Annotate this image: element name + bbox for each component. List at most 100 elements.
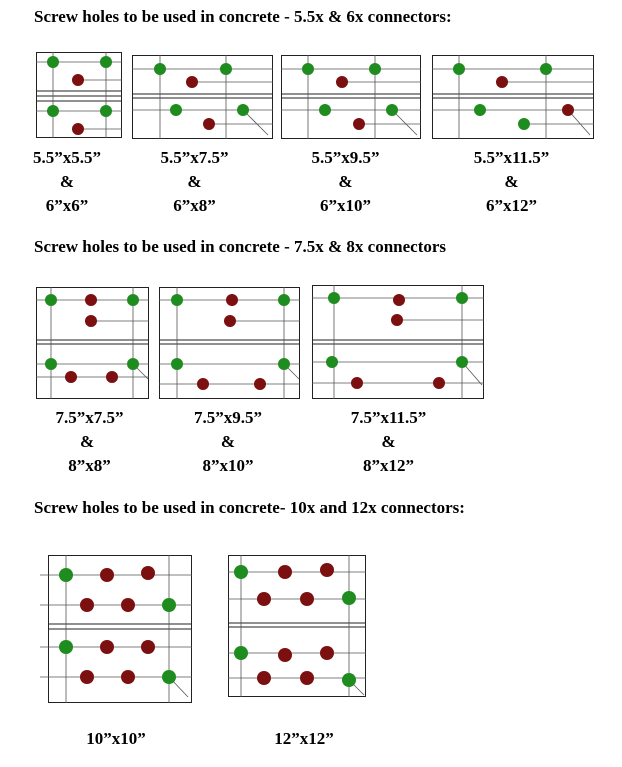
- section-heading-2: Screw holes to be used in concrete - 7.5…: [34, 237, 447, 256]
- caption-line-2: 8”x8”: [68, 456, 111, 475]
- screw-hole-red: [85, 294, 97, 306]
- caption-line-2: 6”x8”: [173, 196, 216, 215]
- screw-hole-red: [433, 377, 445, 389]
- connector-diagram-12x12: [228, 555, 366, 697]
- screw-hole-red: [391, 314, 403, 326]
- screw-hole-green: [171, 358, 183, 370]
- screw-hole-green: [154, 63, 166, 75]
- caption-5-5x9-5: 5.5”x9.5” & 6”x10”: [298, 146, 393, 218]
- screw-hole-red: [300, 671, 314, 685]
- caption-7-5x7-5: 7.5”x7.5” & 8”x8”: [42, 406, 137, 478]
- screw-hole-green: [518, 118, 530, 130]
- screw-hole-green: [474, 104, 486, 116]
- caption-line-2: 6”x12”: [486, 196, 537, 215]
- screw-hole-green: [456, 292, 468, 304]
- screw-hole-red: [65, 371, 77, 383]
- screw-hole-red: [197, 378, 209, 390]
- caption-line-1: 5.5”x7.5”: [160, 148, 229, 167]
- screw-hole-red: [100, 640, 114, 654]
- screw-hole-green: [278, 294, 290, 306]
- caption-line-2: 8”x12”: [363, 456, 414, 475]
- caption-line-2: 6”x6”: [45, 196, 89, 215]
- screw-hole-red: [351, 377, 363, 389]
- screw-hole-red: [85, 315, 97, 327]
- screw-hole-green: [162, 670, 176, 684]
- screw-hole-green: [234, 565, 248, 579]
- screw-hole-green: [45, 294, 57, 306]
- screw-hole-red: [80, 670, 94, 684]
- screw-hole-green: [100, 105, 112, 117]
- caption-line-1: 12”x12”: [274, 729, 334, 748]
- caption-ampersand: &: [338, 172, 353, 191]
- connector-diagram-5-5x5-5: [36, 52, 122, 138]
- screw-hole-green: [45, 358, 57, 370]
- screw-hole-green: [171, 294, 183, 306]
- screw-hole-green: [162, 598, 176, 612]
- screw-hole-red: [353, 118, 365, 130]
- screw-hole-red: [254, 378, 266, 390]
- caption-ampersand: &: [381, 432, 396, 451]
- screw-hole-red: [336, 76, 348, 88]
- screw-hole-green: [540, 63, 552, 75]
- caption-ampersand: &: [80, 432, 95, 451]
- connector-diagram-5-5x11-5: [432, 55, 594, 139]
- screw-hole-red: [278, 648, 292, 662]
- section-heading-1: Screw holes to be used in concrete - 5.5…: [34, 7, 452, 26]
- screw-hole-green: [127, 358, 139, 370]
- screw-hole-green: [319, 104, 331, 116]
- screw-hole-red: [257, 592, 271, 606]
- screw-hole-red: [226, 294, 238, 306]
- screw-hole-red: [393, 294, 405, 306]
- caption-7-5x9-5: 7.5”x9.5” & 8”x10”: [178, 406, 278, 478]
- caption-line-1: 5.5”x11.5”: [473, 148, 550, 167]
- screw-hole-green: [237, 104, 249, 116]
- caption-line-1: 7.5”x11.5”: [350, 408, 427, 427]
- caption-ampersand: &: [220, 432, 236, 451]
- screw-hole-red: [121, 598, 135, 612]
- caption-7-5x11-5: 7.5”x11.5” & 8”x12”: [336, 406, 441, 478]
- section-heading-3: Screw holes to be used in concrete- 10x …: [34, 498, 465, 517]
- caption-line-1: 7.5”x7.5”: [55, 408, 124, 427]
- screw-hole-red: [203, 118, 215, 130]
- caption-line-1: 5.5”x5.5”: [33, 148, 101, 167]
- caption-line-1: 7.5”x9.5”: [194, 408, 262, 427]
- screw-hole-green: [342, 673, 356, 687]
- caption-line-1: 5.5”x9.5”: [311, 148, 380, 167]
- caption-ampersand: &: [187, 172, 202, 191]
- screw-hole-green: [220, 63, 232, 75]
- screw-hole-green: [47, 105, 59, 117]
- screw-hole-green: [59, 640, 73, 654]
- caption-10x10: 10”x10”: [66, 727, 166, 751]
- screw-hole-red: [224, 315, 236, 327]
- screw-hole-green: [278, 358, 290, 370]
- screw-hole-green: [127, 294, 139, 306]
- caption-5-5x11-5: 5.5”x11.5” & 6”x12”: [459, 146, 564, 218]
- screw-hole-green: [342, 591, 356, 605]
- screw-hole-green: [47, 56, 59, 68]
- screw-hole-red: [100, 568, 114, 582]
- screw-hole-red: [72, 74, 84, 86]
- caption-12x12: 12”x12”: [254, 727, 354, 751]
- connector-diagram-7-5x11-5: [312, 285, 484, 399]
- caption-ampersand: &: [59, 172, 75, 191]
- screw-hole-red: [300, 592, 314, 606]
- connector-diagram-7-5x9-5: [159, 287, 300, 399]
- screw-hole-red: [141, 640, 155, 654]
- screw-hole-green: [59, 568, 73, 582]
- screw-hole-red: [320, 646, 334, 660]
- screw-hole-green: [386, 104, 398, 116]
- screw-hole-red: [80, 598, 94, 612]
- screw-hole-red: [562, 104, 574, 116]
- screw-hole-red: [278, 565, 292, 579]
- screw-hole-green: [369, 63, 381, 75]
- screw-hole-green: [100, 56, 112, 68]
- caption-line-2: 6”x10”: [320, 196, 371, 215]
- caption-line-1: 10”x10”: [86, 729, 146, 748]
- screw-hole-red: [257, 671, 271, 685]
- connector-diagram-7-5x7-5: [36, 287, 149, 399]
- screw-hole-red: [106, 371, 118, 383]
- caption-ampersand: &: [504, 172, 519, 191]
- screw-hole-green: [326, 356, 338, 368]
- connector-diagram-10x10: [40, 555, 192, 703]
- screw-hole-red: [496, 76, 508, 88]
